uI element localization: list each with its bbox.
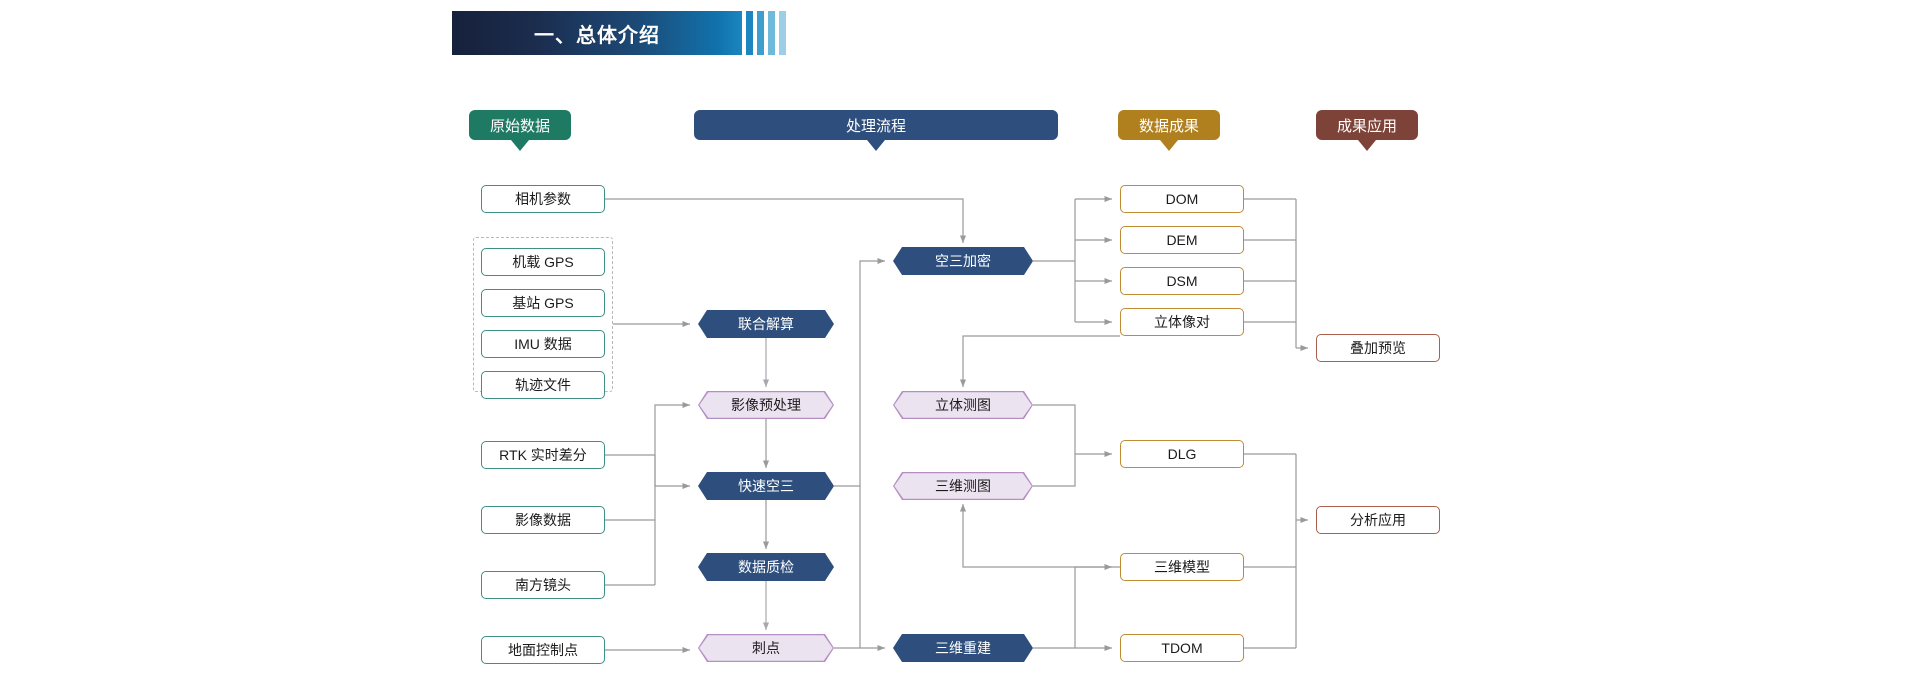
column-header-label: 原始数据 [489,117,550,135]
process-node-3[interactable]: 快速空三 [698,472,834,500]
process-node-label: 快速空三 [738,478,794,494]
process-node-shape [893,634,1033,662]
process-node-shape [698,310,834,338]
process-node-shape [699,392,832,417]
result-node-4[interactable]: 立体像对 [1120,308,1244,336]
column-header-label: 数据成果 [1138,117,1199,135]
result-node-label: DSM [1166,273,1198,289]
raw-data-node-label: 南方镜头 [515,577,571,593]
raw-data-node-7[interactable]: 影像数据 [481,506,605,534]
process-node-label: 数据质检 [738,559,794,575]
raw-data-node-1[interactable]: 相机参数 [481,185,605,213]
process-node-label: 空三加密 [935,253,991,269]
result-node-6[interactable]: 三维模型 [1120,553,1244,581]
banner-accent-bars [746,11,790,55]
process-node-shape [893,247,1033,275]
raw-data-node-label: RTK 实时差分 [499,447,587,463]
raw-data-node-3[interactable]: 基站 GPS [481,289,605,317]
column-header-4: 成果应用 [1316,110,1418,151]
banner-plate: 一、总体介绍 [452,11,742,55]
column-header-pointer-icon [1358,140,1376,151]
raw-data-node-8[interactable]: 南方镜头 [481,571,605,599]
raw-data-node-6[interactable]: RTK 实时差分 [481,441,605,469]
result-node-label: TDOM [1161,640,1203,656]
raw-data-node-label: 相机参数 [515,191,571,207]
process-node-label: 三维测图 [935,478,991,494]
result-node-3[interactable]: DSM [1120,267,1244,295]
process-node-8[interactable]: 三维测图 [893,472,1033,500]
result-node-2[interactable]: DEM [1120,226,1244,254]
application-node-label: 分析应用 [1350,512,1406,528]
application-node-1[interactable]: 叠加预览 [1316,334,1440,362]
page-title: 一、总体介绍 [534,24,660,47]
raw-data-node-label: 轨迹文件 [515,377,571,393]
raw-data-node-5[interactable]: 轨迹文件 [481,371,605,399]
column-header-2: 处理流程 [694,110,1058,151]
raw-data-node-2[interactable]: 机载 GPS [481,248,605,276]
accent-bar-2 [757,11,764,55]
process-node-label: 立体测图 [935,397,991,413]
accent-bar-4 [779,11,786,55]
result-node-label: DOM [1165,191,1199,207]
process-node-5[interactable]: 刺点 [698,634,834,662]
accent-bar-3 [768,11,775,55]
column-header-1: 原始数据 [469,110,571,151]
process-node-7[interactable]: 立体测图 [893,391,1033,419]
result-node-label: DEM [1166,232,1198,248]
raw-data-node-4[interactable]: IMU 数据 [481,330,605,358]
column-header-pointer-icon [511,140,529,151]
result-node-label: 三维模型 [1154,559,1210,575]
result-node-label: DLG [1167,446,1197,462]
column-header-pointer-icon [867,140,885,151]
raw-data-node-label: IMU 数据 [514,336,572,352]
result-node-7[interactable]: TDOM [1120,634,1244,662]
process-node-label: 三维重建 [935,640,991,656]
process-node-1[interactable]: 联合解算 [698,310,834,338]
column-header-pointer-icon [1160,140,1178,151]
process-node-shape [894,473,1031,498]
process-node-label: 影像预处理 [731,397,801,413]
result-node-1[interactable]: DOM [1120,185,1244,213]
result-node-5[interactable]: DLG [1120,440,1244,468]
process-node-shape [894,392,1031,417]
process-node-6[interactable]: 空三加密 [893,247,1033,275]
application-node-label: 叠加预览 [1350,340,1406,356]
process-node-label: 刺点 [752,640,780,656]
raw-data-node-label: 地面控制点 [508,642,578,658]
process-node-4[interactable]: 数据质检 [698,553,834,581]
result-node-label: 立体像对 [1154,314,1210,330]
raw-data-node-9[interactable]: 地面控制点 [481,636,605,664]
section-banner: 一、总体介绍 [452,11,790,55]
application-node-2[interactable]: 分析应用 [1316,506,1440,534]
process-node-2[interactable]: 影像预处理 [698,391,834,419]
process-node-shape [698,472,834,500]
accent-bar-1 [746,11,753,55]
column-header-label: 成果应用 [1336,117,1397,135]
process-node-9[interactable]: 三维重建 [893,634,1033,662]
process-node-shape [699,635,832,660]
raw-data-node-label: 影像数据 [515,512,571,528]
column-header-3: 数据成果 [1118,110,1220,151]
raw-data-node-label: 机载 GPS [512,254,574,270]
raw-data-node-label: 基站 GPS [512,295,574,311]
column-header-label: 处理流程 [845,117,906,135]
process-node-label: 联合解算 [738,316,794,332]
process-node-shape [698,553,834,581]
